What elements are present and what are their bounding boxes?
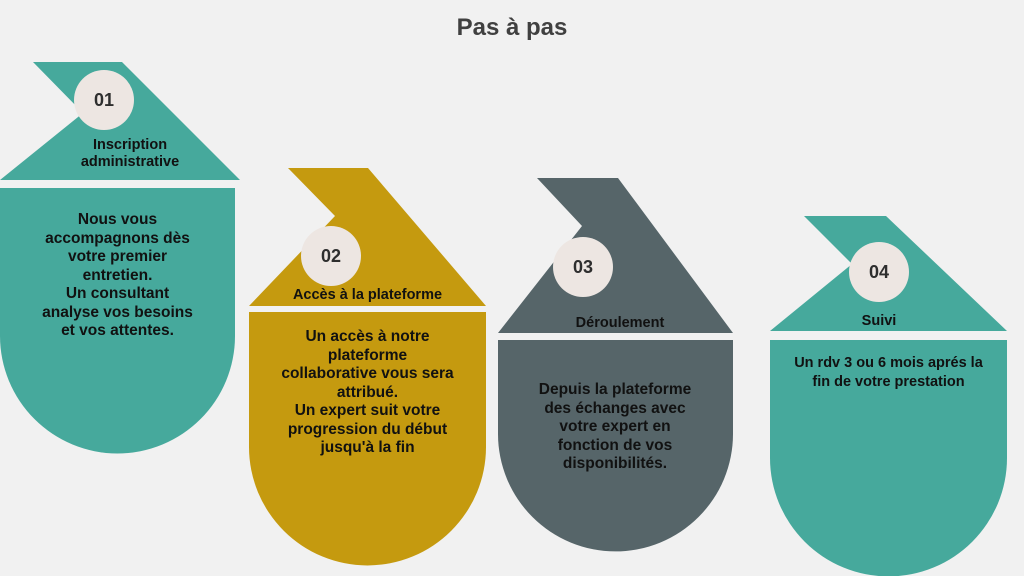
step-04-number: 04 [868,262,890,282]
step-03-description: Depuis la plateforme des échanges avec v… [538,381,692,472]
step-02-number: 02 [320,246,342,266]
step-03-heading: Déroulement [575,315,665,331]
step-03-number: 03 [572,257,594,277]
step-02-description: Un accès à notre plateforme collaborativ… [281,328,454,456]
step-04-heading: Suivi [861,313,897,329]
step-02-heading: Accès à la plateforme [292,287,443,303]
step-02-shape [249,168,486,566]
step-01-description: Nous vous accompagnons dès votre premier… [42,211,193,339]
step-03-shape [498,178,733,552]
step-01-heading: Inscription administrative [80,137,180,170]
page-title: Pas à pas [456,14,568,41]
step-01-shape [0,62,240,454]
step-04-shape [770,216,1007,576]
step-01-number: 01 [93,90,115,110]
step-04-description: Un rdv 3 ou 6 mois aprés la fin de votre… [794,355,983,390]
